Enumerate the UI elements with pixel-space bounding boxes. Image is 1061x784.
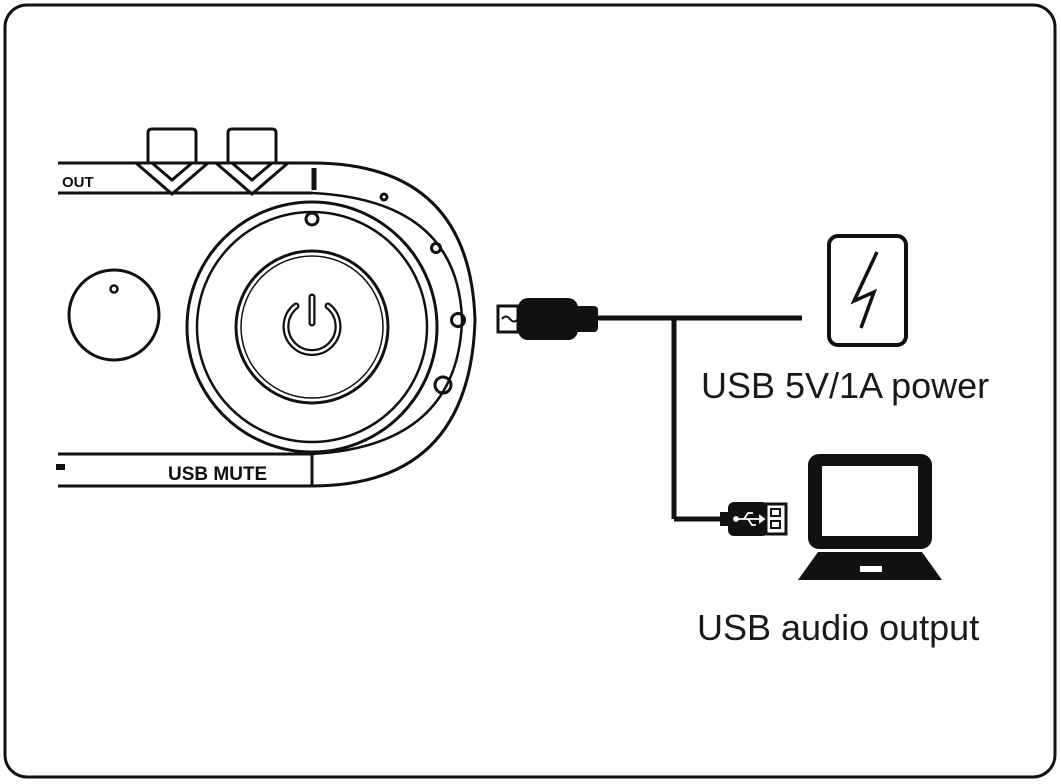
power-source-label: USB 5V/1A power <box>701 365 989 406</box>
usb-mute-label: USB MUTE <box>168 464 267 485</box>
power-button <box>234 249 390 405</box>
output-jack-left <box>135 127 209 196</box>
indicator-dot <box>433 375 453 395</box>
indicator-dot <box>430 242 442 254</box>
laptop-icon <box>798 454 942 580</box>
usb-symbol-icon <box>733 512 766 526</box>
out-label: OUT <box>62 174 94 191</box>
audio-interface-device <box>56 127 477 488</box>
volume-dial-outer <box>185 200 439 454</box>
indicator-dot <box>379 192 389 202</box>
computer-label: USB audio output <box>697 607 979 648</box>
lightning-bolt-icon <box>827 234 908 347</box>
device-body-outline <box>311 161 477 488</box>
usb-cable <box>596 315 802 522</box>
indicator-dot <box>450 312 466 328</box>
volume-dial-inner-ring <box>195 210 429 444</box>
output-jack-right <box>215 127 289 196</box>
diagram-frame <box>3 3 1057 779</box>
micro-usb-plug-icon <box>496 298 598 340</box>
gain-knob <box>67 268 161 362</box>
usb-a-plug-icon <box>720 502 788 536</box>
